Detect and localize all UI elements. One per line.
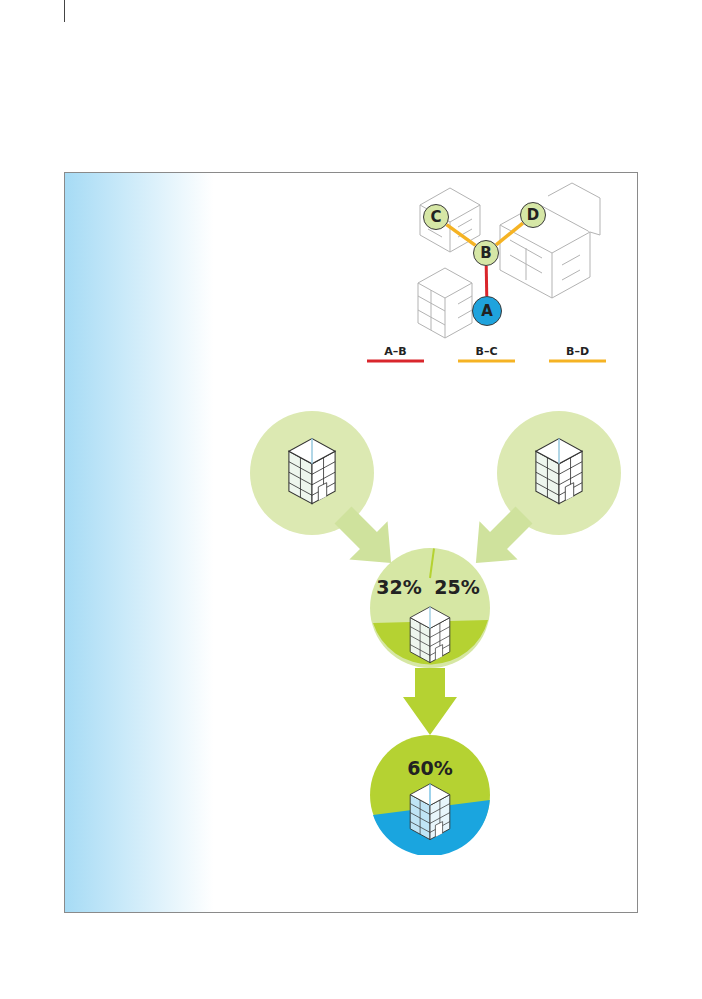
share-circle: 60% <box>370 735 490 855</box>
legend-line <box>367 360 424 363</box>
point-letter: A <box>481 304 493 319</box>
point-letter: C <box>430 210 441 225</box>
share-circle: 32% 25% <box>370 548 490 668</box>
point-circle: B <box>473 240 499 266</box>
legend-line <box>549 360 606 363</box>
percent-value: 32% <box>376 578 421 597</box>
percent-value: 60% <box>407 759 452 778</box>
point-circle: C <box>423 204 449 230</box>
legend-line <box>458 360 515 363</box>
circle-shape <box>370 548 490 668</box>
link-line <box>496 223 523 245</box>
link-line <box>447 225 476 246</box>
legend-label: B–D <box>566 346 589 357</box>
link-line <box>485 266 489 296</box>
point-circle: A <box>472 296 502 326</box>
page-mark <box>64 0 65 22</box>
point-circle: D <box>520 202 546 228</box>
building-sketch <box>418 183 600 338</box>
circle-shape <box>370 735 490 855</box>
panel-frame <box>65 173 638 913</box>
source-circles <box>250 411 621 535</box>
legend-label: B–C <box>476 346 498 357</box>
flow-arrow <box>403 668 457 735</box>
point-letter: D <box>527 208 539 223</box>
legend-label: A–B <box>384 346 406 357</box>
percent-value: 25% <box>434 578 479 597</box>
point-letter: B <box>480 246 491 261</box>
